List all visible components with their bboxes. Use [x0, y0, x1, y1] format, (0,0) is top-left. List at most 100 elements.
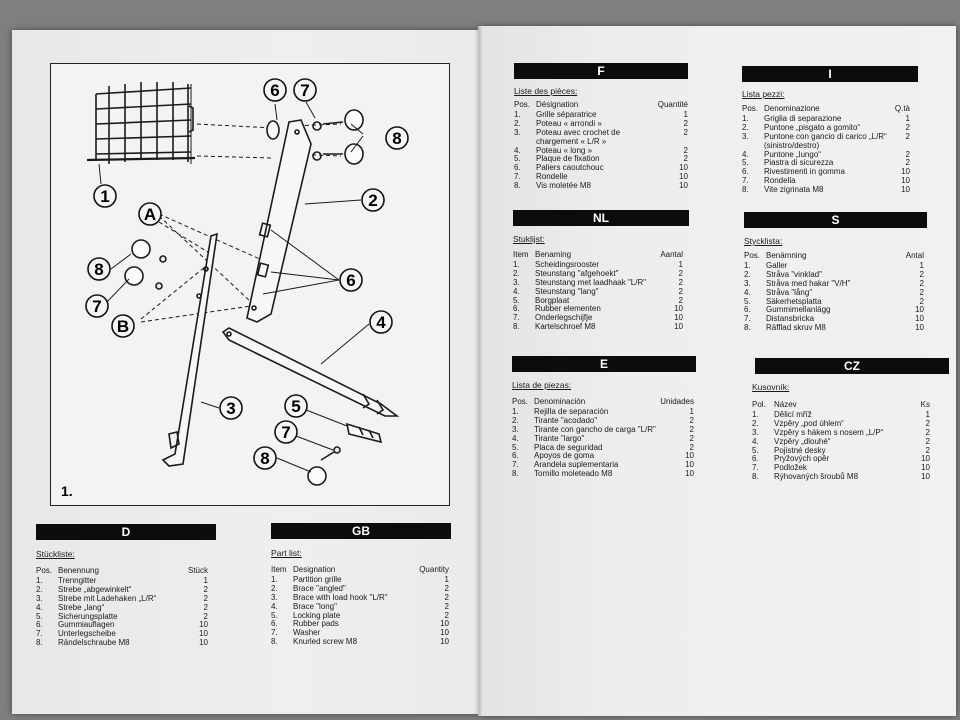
- row-quantity: 2: [203, 611, 208, 621]
- row-designation: Brace "long": [293, 601, 337, 611]
- row-position: 7.: [512, 460, 519, 470]
- column-header: Denominación: [534, 397, 586, 406]
- row-position: 2.: [752, 418, 759, 428]
- row-designation: Strebe mit Ladehaken „L/R“: [58, 593, 157, 603]
- section-bar-E: E: [512, 356, 696, 372]
- row-position: 8.: [752, 472, 759, 482]
- row-position: 1.: [752, 409, 759, 419]
- row-quantity: 10: [440, 628, 449, 638]
- table-row: 2.Vzpěry „pod úhlem“2: [752, 418, 930, 429]
- row-quantity: 2: [683, 118, 688, 128]
- column-header: Quantity: [419, 565, 449, 574]
- row-position: 6.: [512, 451, 519, 461]
- row-quantity: 2: [919, 287, 924, 297]
- row-quantity: 10: [901, 176, 910, 186]
- row-position: 7.: [36, 629, 43, 639]
- table-row: 4.Tirante "largo"2: [512, 433, 694, 444]
- callout-1: 1: [93, 184, 117, 208]
- column-header: Benaming: [535, 250, 572, 259]
- row-designation: Brace "angled": [293, 583, 346, 593]
- table-row: 3.Tirante con gancho de carga "L/R"2: [512, 424, 694, 435]
- row-quantity: 2: [683, 145, 688, 155]
- row-position: 6.: [271, 619, 278, 629]
- column-header: Aantal: [660, 250, 683, 259]
- table-row: 2.Puntone „pisgato a gomito“2: [742, 122, 910, 133]
- svg-text:7: 7: [281, 423, 290, 442]
- row-quantity: 10: [679, 172, 688, 182]
- page-fold: [478, 26, 482, 716]
- column-header: Benennung: [58, 566, 99, 575]
- row-position: 1.: [514, 109, 521, 119]
- row-quantity: 2: [683, 154, 688, 164]
- row-designation: Rubber pads: [293, 619, 339, 629]
- row-quantity: 2: [905, 122, 910, 132]
- row-position: 4.: [514, 145, 521, 155]
- row-designation: Steunstang met laadhaak "L/R": [535, 277, 647, 287]
- brace-with-hook-drawing: [161, 232, 218, 467]
- callout-4: 4: [369, 310, 393, 334]
- row-quantity: 10: [679, 163, 688, 173]
- row-quantity: 2: [919, 296, 924, 306]
- svg-text:8: 8: [260, 449, 269, 468]
- row-quantity: 10: [685, 469, 694, 479]
- section-subtitle-S: Stycklista:: [744, 236, 783, 246]
- row-quantity: 10: [199, 620, 208, 630]
- diagram-callouts: 1 2 3 4 5 6 6 7 7 7 8 8 8 A B: [85, 78, 409, 470]
- row-quantity: 2: [678, 277, 683, 287]
- row-designation: Galler: [766, 260, 788, 270]
- table-row: 3.Steunstang met laadhaak "L/R"2: [513, 277, 683, 288]
- assembly-diagram: 1 2 3 4 5 6 6 7 7 7 8 8 8 A B 1.: [50, 63, 450, 506]
- row-quantity: 1: [689, 406, 694, 416]
- knurled-screw-bottom-drawing: [307, 446, 341, 486]
- column-header: Antal: [905, 251, 924, 260]
- row-quantity: 10: [915, 305, 924, 315]
- row-quantity: 2: [444, 610, 449, 620]
- row-position: 3.: [514, 127, 521, 137]
- row-quantity: 2: [925, 427, 930, 437]
- row-quantity: 2: [203, 593, 208, 603]
- knurled-screw-top-drawing: [266, 109, 364, 165]
- callout-8-bottom: 8: [253, 446, 277, 470]
- row-position: 5.: [512, 442, 519, 452]
- row-designation: Dělicí mříž: [774, 409, 812, 419]
- column-header: Pos.: [512, 397, 529, 406]
- section-subtitle-E: Lista de piezas:: [512, 380, 572, 390]
- table-row: 4.Stråva "lång"2: [744, 287, 924, 298]
- row-quantity: 2: [444, 583, 449, 593]
- row-quantity: 2: [925, 436, 930, 446]
- row-position: 2.: [742, 122, 749, 132]
- row-quantity: 1: [919, 260, 924, 270]
- row-designation: Distansbricka: [766, 314, 815, 324]
- row-designation: Arandela suplementaria: [534, 460, 619, 470]
- row-designation: Puntone „lungo“: [764, 149, 821, 159]
- row-position: 7.: [744, 314, 751, 324]
- row-designation: Tirante "largo": [534, 433, 585, 443]
- row-position: 4.: [36, 602, 43, 612]
- section-bar-GB: GB: [271, 523, 451, 539]
- row-designation: Vis moletée M8: [536, 181, 591, 191]
- row-position: 4.: [744, 287, 751, 297]
- table-row: 2.Poteau « arrondi »2: [514, 118, 688, 129]
- row-designation: Rubber elementen: [535, 304, 601, 314]
- table-row: 4.Puntone „lungo“2: [742, 149, 910, 160]
- row-position: 2.: [512, 415, 519, 425]
- svg-text:6: 6: [346, 271, 355, 290]
- row-designation: Brace with load hook "L/R": [293, 592, 388, 602]
- row-quantity: 2: [925, 418, 930, 428]
- column-header: Pos.: [514, 100, 531, 109]
- table-row: 4.Steunstang "lang"2: [513, 287, 683, 297]
- row-designation: Tirante con gancho de carga "L/R": [534, 424, 656, 434]
- row-quantity: 10: [685, 460, 694, 470]
- row-position: 8.: [742, 185, 749, 195]
